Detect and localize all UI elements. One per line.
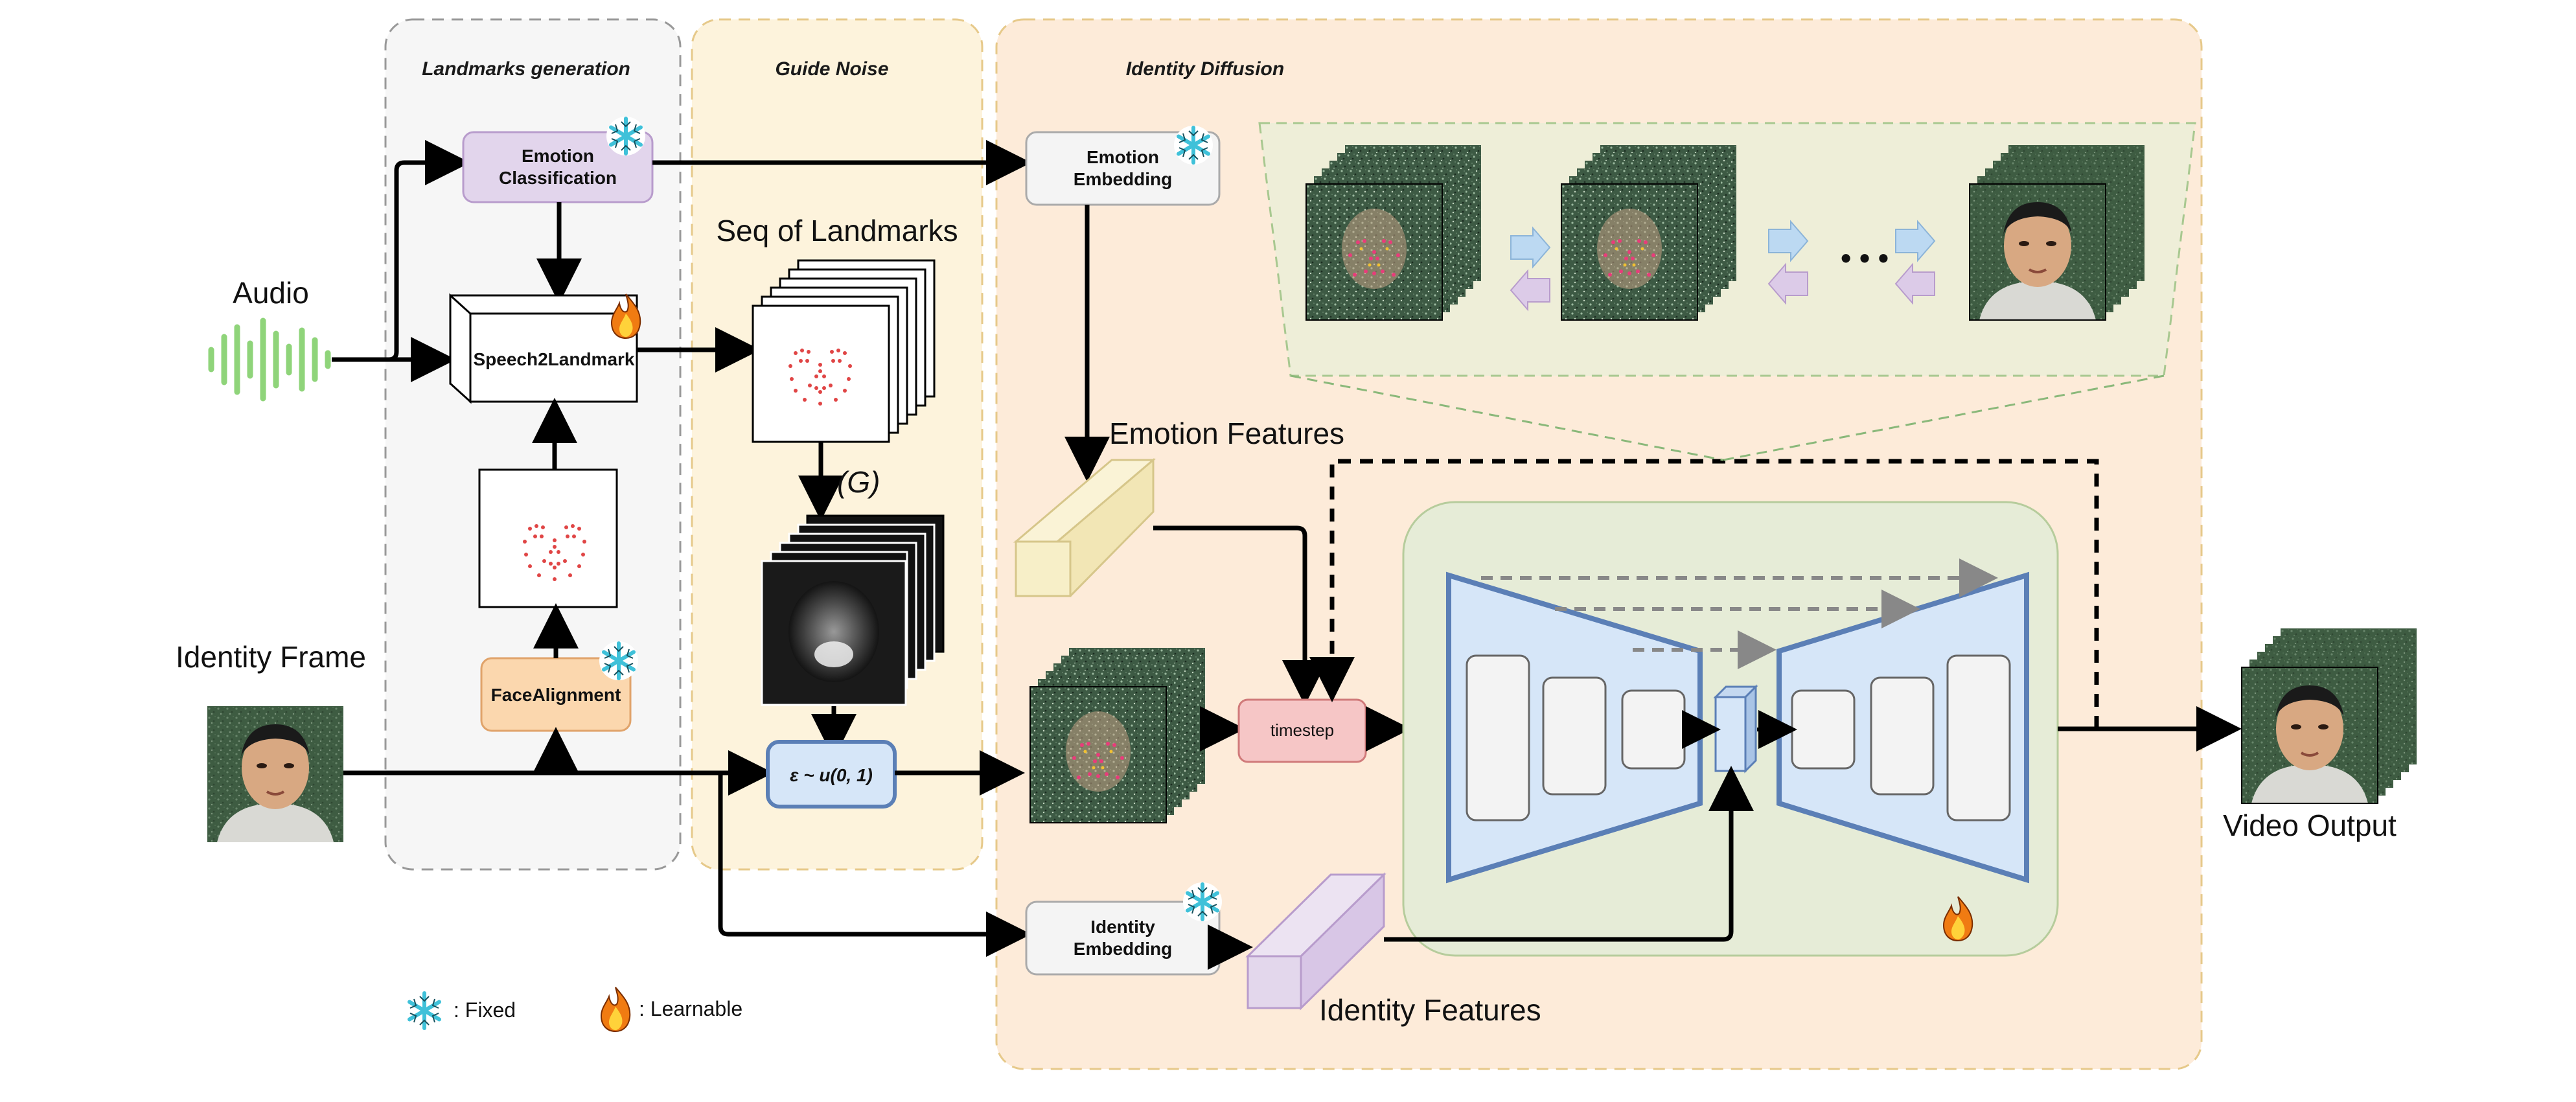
unet-enc-block-1 [1466, 654, 1530, 821]
emotion-features-cuboid [1013, 457, 1156, 597]
face-landmark-image [478, 468, 618, 608]
seq-landmarks-label: Seq of Landmarks [716, 214, 958, 247]
emotion-embedding-label-2: Embedding [1074, 169, 1172, 189]
identity-features-cuboid [1245, 872, 1386, 1011]
audio-wave-icon [208, 317, 331, 402]
landmark-stack [752, 259, 936, 443]
ellipsis-label: • • • [1841, 241, 1889, 275]
identity-to-embedding-arrow [718, 773, 1031, 957]
emotion-embedding-box [1025, 131, 1221, 206]
forward-arrow-3 [1895, 220, 1936, 262]
reverse-arrow-1 [1510, 269, 1550, 312]
forward-arrow-1 [1510, 226, 1551, 269]
identity-section-title: Identity Diffusion [1126, 58, 1284, 80]
noisy-frames-stack-2 [1561, 145, 1736, 321]
speech2landmark-label: Speech2Landmark [474, 349, 635, 369]
speech2landmark-box [449, 293, 638, 404]
legend-fixed-label: : Fixed [454, 998, 516, 1022]
audio-label: Audio [233, 276, 309, 310]
heatmap-stack [761, 514, 945, 706]
denoise-panel-connector-right [1723, 374, 2165, 461]
noise-formula: ε ~ u(0, 1) [790, 765, 873, 785]
snowflake-icon [1183, 882, 1222, 921]
landmarks-section-title: Landmarks generation [422, 58, 630, 80]
gaussian-label: (G) [837, 465, 880, 499]
unet-bottleneck [1713, 684, 1758, 774]
legend-learnable-label: : Learnable [639, 997, 742, 1020]
emotion-features-to-timestep-arrow [1153, 525, 1328, 706]
identity-frame-label: Identity Frame [176, 640, 366, 674]
video-output-label: Video Output [2223, 809, 2397, 842]
unet-enc-block-2 [1542, 676, 1607, 796]
reverse-arrow-3 [1894, 262, 1935, 305]
unet-enc-block-3 [1621, 689, 1686, 770]
noisy-face-stack [1029, 648, 1205, 823]
snowflake-icon [606, 117, 645, 155]
emotion-classification-label-1: Emotion [522, 146, 594, 166]
face-alignment-label: FaceAlignment [491, 685, 621, 705]
noisy-frames-stack-1 [1305, 145, 1481, 321]
timestep-label: timestep [1271, 720, 1334, 740]
legend-snowflake-icon [405, 991, 444, 1030]
reverse-arrow-2 [1767, 262, 1808, 305]
emotion-classification-label-2: Classification [499, 168, 617, 188]
identity-features-label: Identity Features [1319, 993, 1541, 1027]
feedback-dashed-line [1309, 459, 2099, 729]
identity-features-to-unet-arrow [1384, 766, 1754, 942]
clean-frames-stack [1968, 144, 2146, 321]
denoise-panel-connector-left [1290, 374, 1724, 461]
emotion-embedding-label-1: Emotion [1087, 147, 1159, 167]
identity-embedding-label-1: Identity [1090, 917, 1155, 937]
forward-arrow-2 [1768, 220, 1809, 262]
snowflake-icon [1174, 126, 1213, 165]
snowflake-icon [599, 641, 638, 680]
emotion-features-label: Emotion Features [1109, 417, 1344, 450]
legend-flame-icon [601, 987, 631, 1032]
unet-dec-block-2 [1870, 676, 1935, 796]
unet-dec-block-3 [1946, 654, 2011, 821]
identity-embedding-label-2: Embedding [1074, 939, 1172, 959]
video-output-stack [2240, 627, 2418, 805]
unet-dec-block-1 [1791, 689, 1856, 770]
identity-face-image [206, 705, 345, 844]
guide-section-title: Guide Noise [775, 58, 888, 80]
